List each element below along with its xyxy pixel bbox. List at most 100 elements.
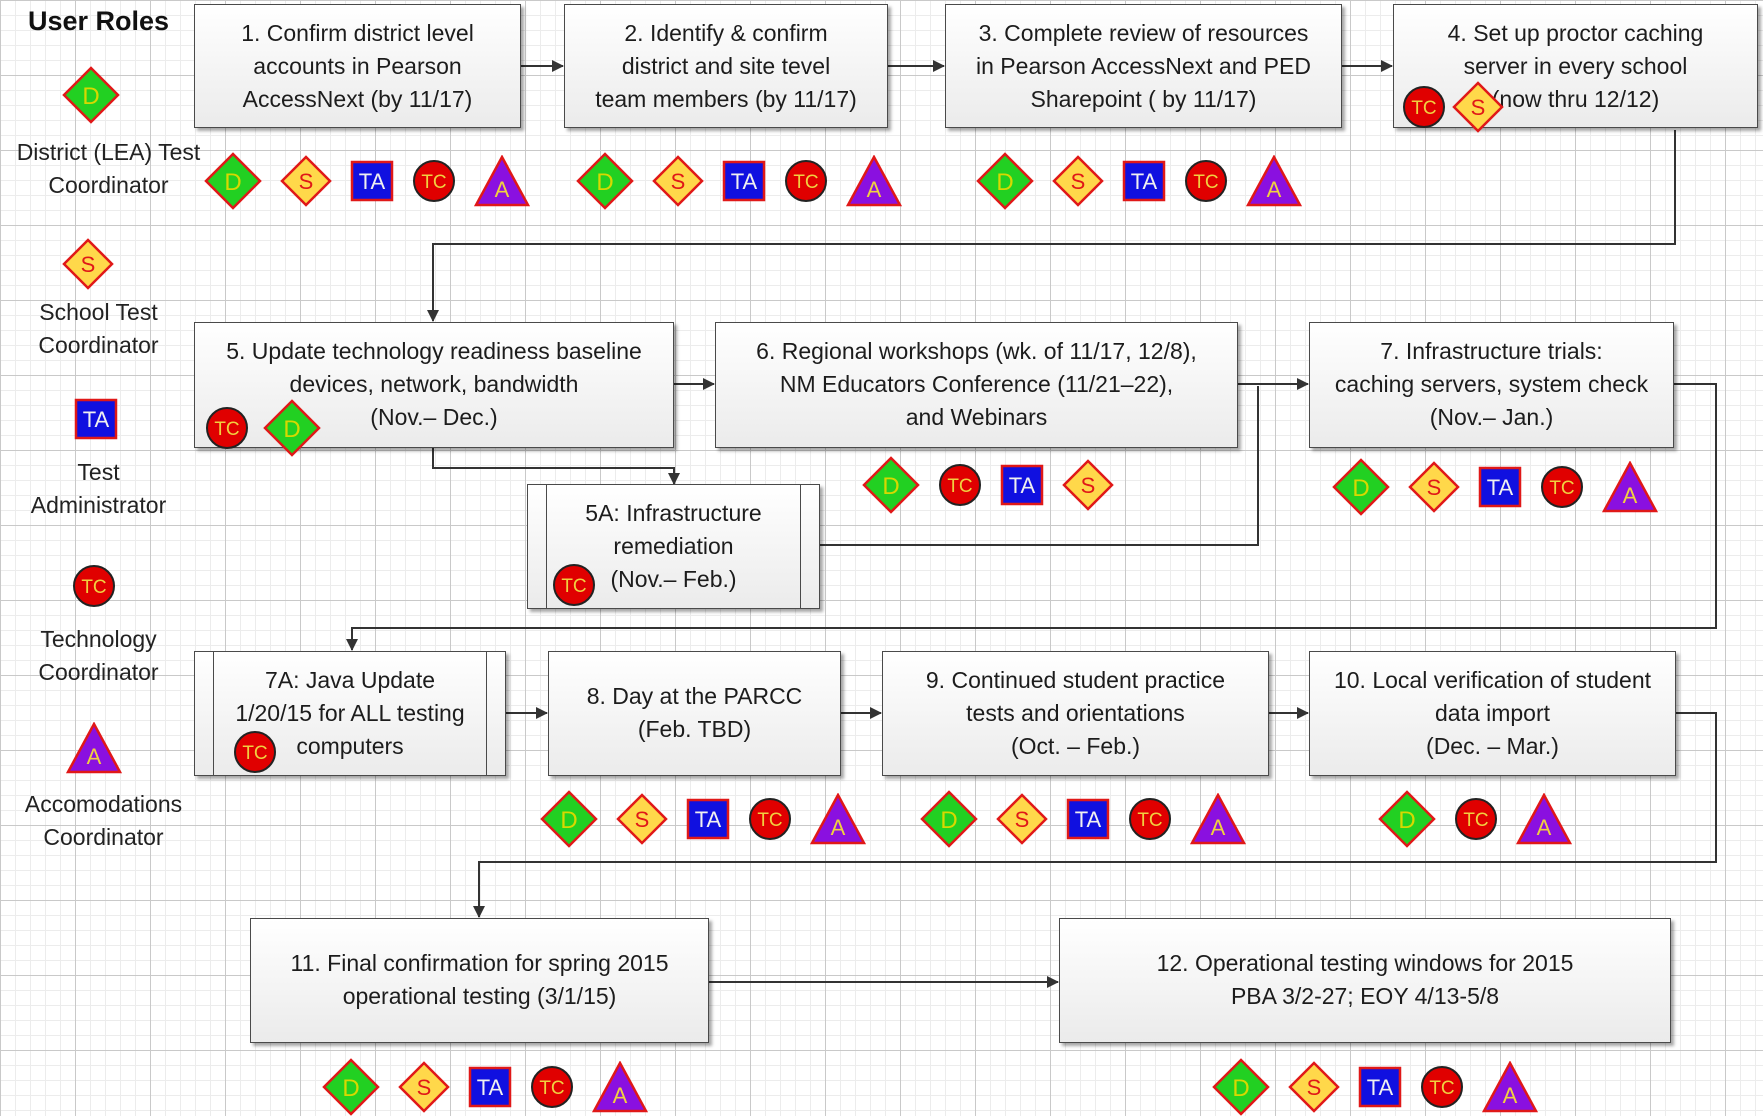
step-11-box: 11. Final confirmation for spring 2015 o… xyxy=(250,918,709,1043)
step-12-text: 12. Operational testing windows for 2015… xyxy=(1156,950,1574,1009)
technology-circle-icon: TC xyxy=(749,798,791,840)
svg-text:D: D xyxy=(342,1075,359,1102)
accommodations-triangle-icon: A xyxy=(1482,1061,1538,1113)
accommodations-triangle-icon: A xyxy=(810,793,866,845)
step-11-roles: D S TA TC A xyxy=(322,1058,648,1116)
step-4-inline-roles: TC S xyxy=(1402,81,1504,133)
step-3-box: 3. Complete review of resources in Pears… xyxy=(945,4,1342,128)
step-2-box: 2. Identify & confirm district and site … xyxy=(564,4,888,128)
svg-text:TC: TC xyxy=(1193,172,1218,193)
svg-text:TA: TA xyxy=(731,169,758,194)
district-diamond-icon: D xyxy=(204,152,262,210)
svg-text:TA: TA xyxy=(1075,807,1102,832)
accommodations-triangle-icon: A xyxy=(846,155,902,207)
technology-circle-icon: TC xyxy=(206,407,248,449)
district-diamond-icon: D xyxy=(322,1058,380,1116)
step-4-box: 4. Set up proctor caching server in ever… xyxy=(1393,4,1758,133)
svg-text:D: D xyxy=(1352,475,1369,502)
svg-text:TA: TA xyxy=(477,1075,504,1100)
step-11-text: 11. Final confirmation for spring 2015 o… xyxy=(290,950,669,1009)
step-8-box: 8. Day at the PARCC (Feb. TBD) xyxy=(548,651,841,776)
accommodations-triangle-icon: A xyxy=(65,721,123,774)
step-9-box: 9. Continued student practice tests and … xyxy=(882,651,1269,776)
district-diamond-icon: D xyxy=(862,456,920,514)
legend-icon-test-admin: TA xyxy=(74,398,118,445)
school-diamond-icon: S xyxy=(652,155,704,207)
technology-circle-icon: TC xyxy=(1403,86,1445,128)
technology-circle-icon: TC xyxy=(1129,798,1171,840)
step-7-box: 7. Infrastructure trials: caching server… xyxy=(1309,322,1674,448)
svg-text:D: D xyxy=(596,169,613,196)
district-diamond-icon: D xyxy=(540,790,598,848)
svg-text:TC: TC xyxy=(539,1078,564,1099)
svg-text:TC: TC xyxy=(1549,478,1574,499)
step-5a-inline-roles: TC xyxy=(552,563,596,616)
legend-icon-technology: TC xyxy=(72,564,116,613)
step-5-box: 5. Update technology readiness baseline … xyxy=(194,322,674,457)
test-admin-square-icon: TA xyxy=(350,160,394,202)
district-diamond-icon: D xyxy=(976,152,1034,210)
svg-text:A: A xyxy=(867,177,882,202)
accommodations-triangle-icon: A xyxy=(1602,461,1658,513)
svg-text:A: A xyxy=(1623,483,1638,508)
district-diamond-icon: D xyxy=(1212,1058,1270,1116)
technology-circle-icon: TC xyxy=(234,731,276,773)
test-admin-square-icon: TA xyxy=(1358,1066,1402,1108)
svg-text:TC: TC xyxy=(1137,810,1162,831)
step-5a-text: 5A: Infrastructure remediation (Nov.– Fe… xyxy=(585,500,762,592)
district-diamond-icon: D xyxy=(576,152,634,210)
svg-text:TC: TC xyxy=(1463,810,1488,831)
svg-text:S: S xyxy=(81,252,96,277)
svg-text:TC: TC xyxy=(1429,1078,1454,1099)
svg-text:A: A xyxy=(1503,1083,1518,1108)
svg-text:D: D xyxy=(560,807,577,834)
svg-text:TA: TA xyxy=(1009,473,1036,498)
test-admin-square-icon: TA xyxy=(74,398,118,440)
svg-text:S: S xyxy=(417,1075,432,1100)
school-diamond-icon: S xyxy=(62,238,114,290)
school-diamond-icon: S xyxy=(280,155,332,207)
svg-text:S: S xyxy=(1081,473,1096,498)
step-7a-box: 7A: Java Update 1/20/15 for ALL testing … xyxy=(194,651,506,776)
svg-text:S: S xyxy=(635,807,650,832)
step-6-roles: D TC TA S xyxy=(862,456,1114,514)
svg-text:S: S xyxy=(1471,95,1486,120)
svg-text:S: S xyxy=(1071,169,1086,194)
svg-text:D: D xyxy=(882,473,899,500)
svg-text:A: A xyxy=(613,1083,628,1108)
technology-circle-icon: TC xyxy=(785,160,827,202)
legend-icon-accommodations: A xyxy=(65,721,123,779)
step-2-roles: D S TA TC A xyxy=(576,152,902,210)
svg-text:TA: TA xyxy=(1131,169,1158,194)
legend-label-accommodations: Accomodations Coordinator xyxy=(24,791,183,850)
step-7a-inline-roles: TC xyxy=(233,730,277,783)
legend-icon-district: D xyxy=(62,66,120,129)
step-4-text: 4. Set up proctor caching server in ever… xyxy=(1447,20,1704,112)
district-diamond-icon: D xyxy=(1332,458,1390,516)
test-admin-square-icon: TA xyxy=(1122,160,1166,202)
svg-text:TC: TC xyxy=(561,576,586,597)
district-diamond-icon: D xyxy=(920,790,978,848)
technology-circle-icon: TC xyxy=(1185,160,1227,202)
step-3-roles: D S TA TC A xyxy=(976,152,1302,210)
step-7a-text: 7A: Java Update 1/20/15 for ALL testing … xyxy=(235,667,465,759)
step-3-text: 3. Complete review of resources in Pears… xyxy=(976,20,1311,112)
svg-text:TC: TC xyxy=(242,743,267,764)
svg-text:TC: TC xyxy=(947,476,972,497)
step-5-text: 5. Update technology readiness baseline … xyxy=(226,338,642,430)
svg-text:A: A xyxy=(1267,177,1282,202)
step-7-text: 7. Infrastructure trials: caching server… xyxy=(1334,338,1649,430)
step-10-box: 10. Local verification of student data i… xyxy=(1309,651,1676,776)
legend-icon-school: S xyxy=(62,238,114,295)
svg-text:TA: TA xyxy=(83,407,110,432)
svg-text:TA: TA xyxy=(1367,1075,1394,1100)
svg-text:TC: TC xyxy=(793,172,818,193)
svg-text:A: A xyxy=(1211,815,1226,840)
technology-circle-icon: TC xyxy=(1455,798,1497,840)
svg-text:D: D xyxy=(940,807,957,834)
